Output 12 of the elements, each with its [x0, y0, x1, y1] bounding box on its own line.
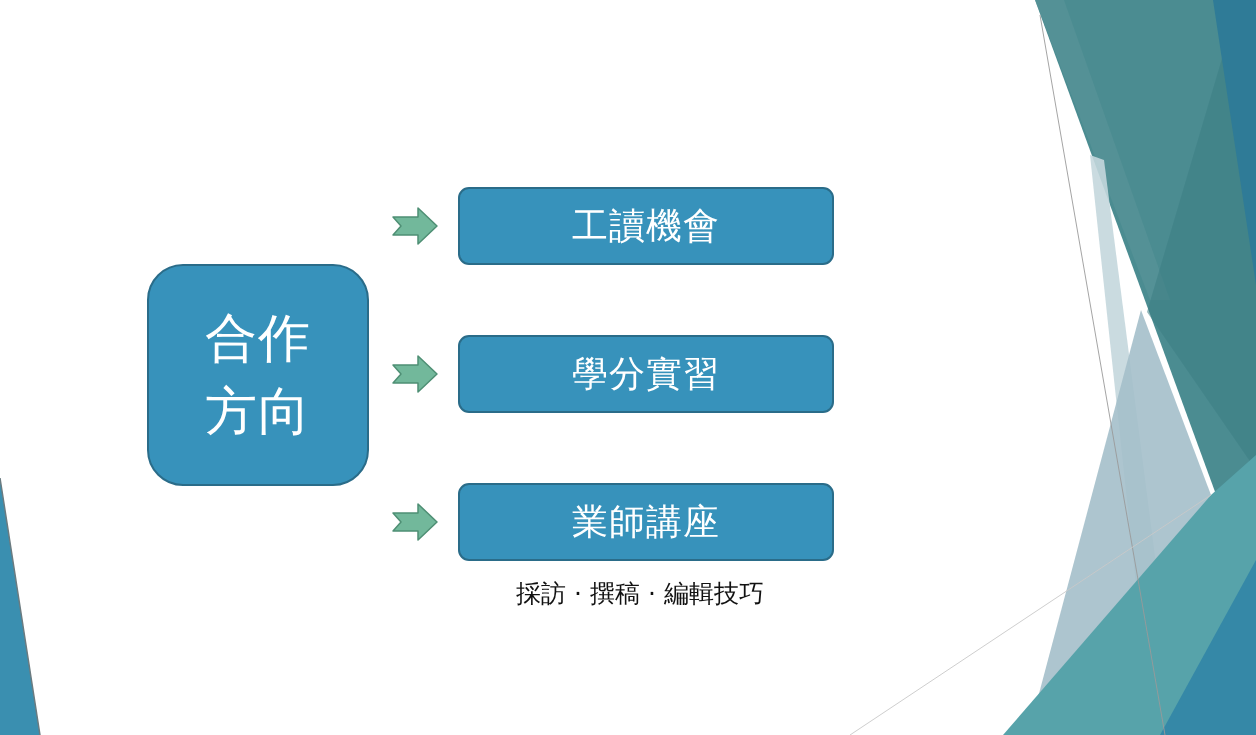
arrow: [392, 207, 438, 245]
node-label: 學分實習: [572, 352, 720, 396]
option-box: [458, 335, 834, 413]
arrow: [392, 355, 438, 393]
option-box: [458, 483, 834, 561]
node-caption: 採訪 · 撰稿 · 編輯技巧: [516, 579, 764, 609]
node-label: 業師講座: [572, 500, 720, 544]
main-topic-box: [147, 264, 369, 486]
option-box: [458, 187, 834, 265]
arrow: [392, 503, 438, 541]
node-label: 工讀機會: [572, 204, 720, 248]
node-label: 合作方向: [204, 307, 312, 443]
